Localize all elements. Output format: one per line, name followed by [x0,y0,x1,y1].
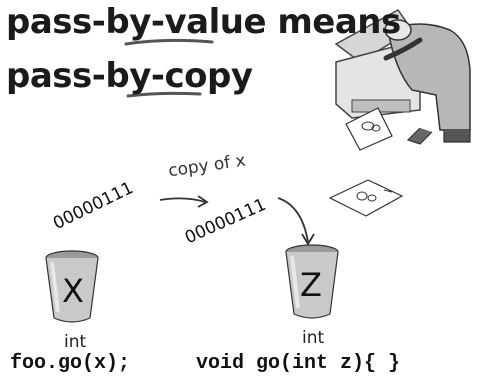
callee-type-label: int [302,328,325,348]
cup-icon [45,250,99,323]
caller-code: foo.go(x); [10,352,131,375]
callee-code: void go(int z){ } [196,352,401,375]
cup-icon [285,244,339,319]
photocopier-man-illustration [334,9,471,151]
arrow-icon [277,197,309,243]
heading-line-2: pass-by-copy [6,56,253,96]
caller-type-label: int [64,332,87,352]
heading-line-1: pass-by-value means [6,2,401,42]
caller-var-label: X [62,272,84,310]
value-underline [124,38,214,46]
arrow-icon [159,197,206,203]
copy-underline [126,91,202,98]
callee-var-label: Z [300,266,322,304]
paper-copy-icon [328,179,404,217]
